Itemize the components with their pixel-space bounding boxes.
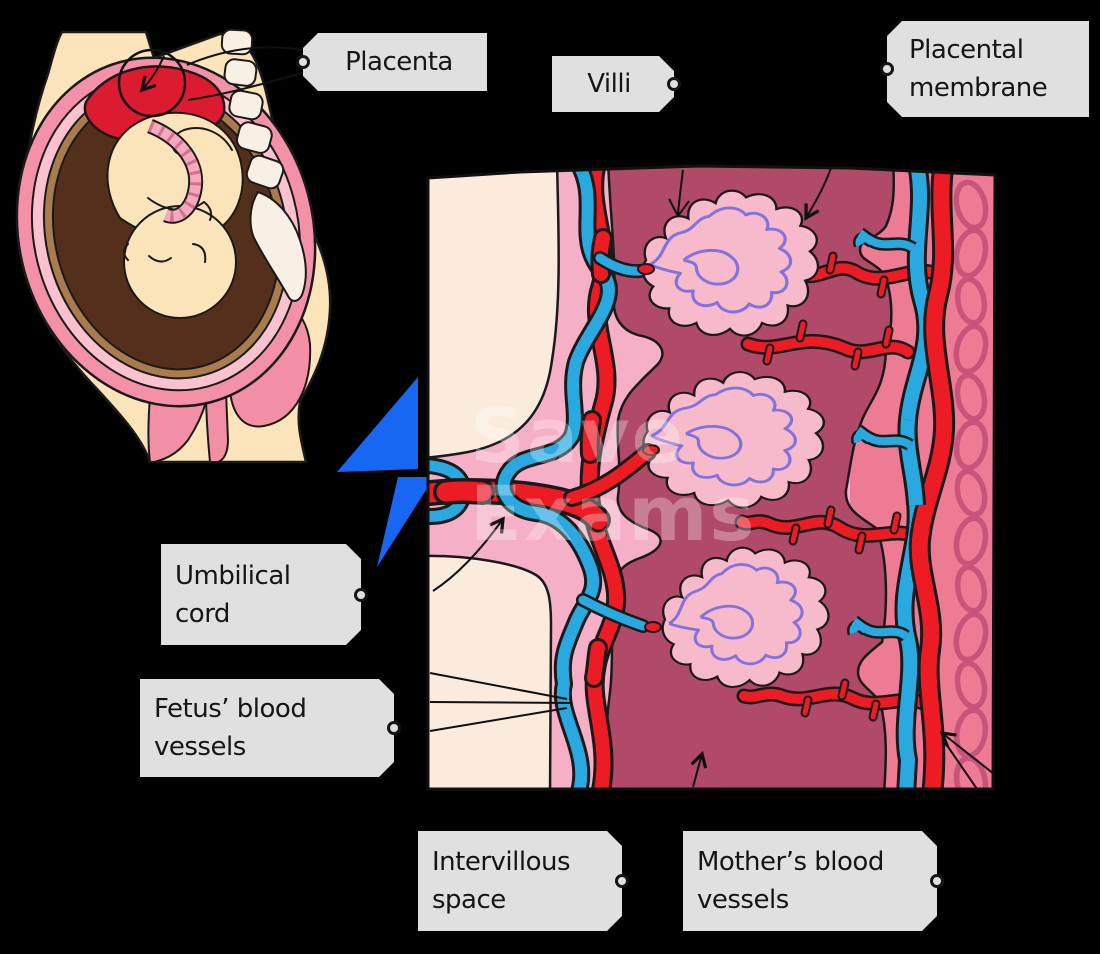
label-umbilical-cord: Umbilical cord (161, 544, 368, 645)
tag-pin-icon (930, 874, 944, 888)
label-umbilical-cord-line2: cord (175, 598, 230, 629)
tag-pin-icon (615, 874, 629, 888)
label-mothers-blood-vessels-line1: Mother’s blood (697, 847, 884, 877)
label-umbilical-cord-line1: Umbilical (175, 560, 291, 591)
svg-text:Exams: Exams (470, 469, 757, 558)
tag-pin-icon (880, 62, 894, 76)
tag-pin-icon (354, 587, 368, 602)
label-fetus-blood-vessels-line2: vessels (154, 732, 246, 762)
label-intervillous-space-line1: Intervillous (432, 847, 571, 877)
label-placenta: Placenta (296, 33, 487, 91)
fetal-vessels (428, 166, 662, 789)
zoom-bolt-icon (337, 377, 428, 567)
label-placental-membrane: Placental membrane (880, 21, 1089, 117)
placenta-highlight-circle (117, 48, 187, 118)
label-villi: Villi (552, 56, 681, 112)
label-mothers-blood-vessels: Mother’s blood vessels (683, 831, 944, 931)
maternal-vessels (847, 166, 956, 789)
svg-text:Save: Save (470, 391, 685, 480)
pointer-arrows (429, 167, 995, 789)
watermark: Save Exams (470, 391, 757, 558)
label-fetus-blood-vessels: Fetus’ blood vessels (140, 679, 401, 777)
label-intervillous-space-line2: space (432, 885, 506, 915)
label-placental-membrane-line2: membrane (909, 73, 1048, 103)
label-mothers-blood-vessels-line2: vessels (697, 885, 789, 915)
label-fetus-blood-vessels-line1: Fetus’ blood (154, 694, 307, 724)
fetus-in-womb-illustration (15, 28, 332, 464)
label-placental-membrane-line1: Placental (909, 35, 1024, 65)
tag-pin-icon (296, 55, 310, 69)
placenta-pointer-arrow (139, 55, 165, 93)
placenta-leader-lines (186, 46, 303, 101)
label-intervillous-space: Intervillous space (418, 831, 629, 931)
spine (220, 28, 307, 302)
umbilical-cord-shape (146, 119, 204, 224)
fetus (106, 111, 244, 319)
label-placenta-text: Placenta (345, 47, 453, 77)
placenta-cross-section: Save Exams (426, 164, 997, 791)
chorionic-plate (428, 166, 560, 789)
tag-pin-icon (387, 721, 401, 735)
tag-pin-icon (667, 77, 681, 91)
label-villi-text: Villi (587, 69, 631, 99)
uterine-wall-cells (953, 179, 989, 789)
